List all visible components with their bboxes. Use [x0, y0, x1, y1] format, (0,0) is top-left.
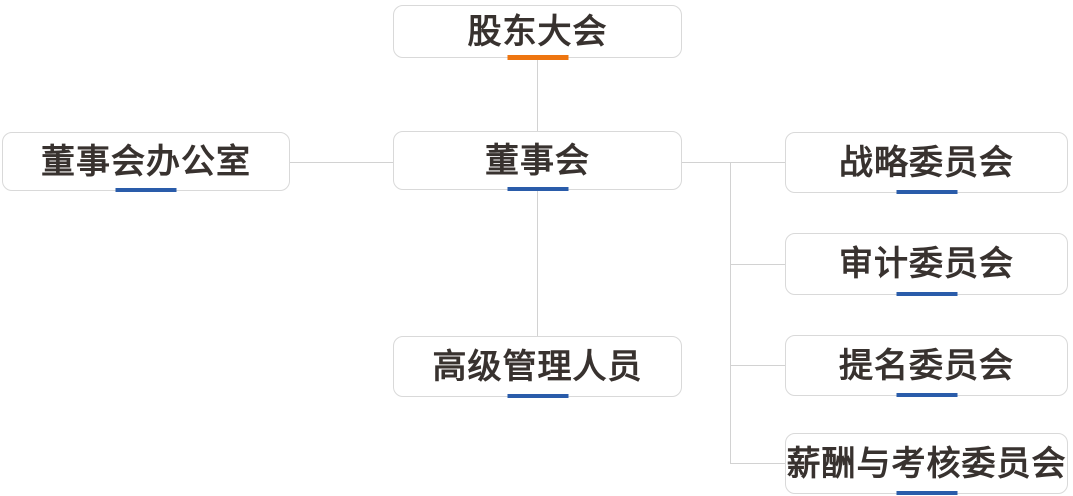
node-board-office-label: 董事会办公室: [41, 142, 251, 181]
node-audit-committee-label: 审计委员会: [839, 245, 1014, 283]
node-remuneration-committee: 薪酬与考核委员会: [785, 433, 1068, 495]
accent-bar-blue: [896, 491, 957, 495]
node-board-office: 董事会办公室: [2, 132, 290, 192]
node-board: 董事会: [393, 131, 682, 191]
accent-bar-blue: [507, 187, 568, 191]
accent-bar-orange: [507, 55, 568, 60]
connector-board-strategy: [682, 162, 785, 163]
accent-bar-blue: [896, 393, 957, 397]
connector-committee-spine: [730, 162, 731, 463]
connector-spine-audit: [730, 264, 785, 265]
connector-spine-remuneration: [730, 463, 785, 464]
accent-bar-blue: [896, 190, 957, 194]
connector-board-seniormanagement: [537, 190, 538, 336]
node-shareholders: 股东大会: [393, 5, 682, 60]
accent-bar-blue: [507, 394, 568, 398]
node-shareholders-label: 股东大会: [467, 12, 608, 51]
connector-shareholders-board: [537, 58, 538, 132]
connector-boardoffice-board: [290, 162, 393, 163]
node-nomination-committee-label: 提名委员会: [839, 346, 1014, 385]
connector-spine-nomination: [730, 365, 785, 366]
node-strategy-committee-label: 战略委员会: [839, 143, 1014, 182]
node-board-label: 董事会: [485, 141, 590, 180]
accent-bar-blue: [115, 188, 177, 192]
node-remuneration-committee-label: 薪酬与考核委员会: [786, 444, 1067, 483]
accent-bar-blue: [896, 292, 957, 296]
node-nomination-committee: 提名委员会: [785, 335, 1068, 397]
node-senior-management-label: 高级管理人员: [432, 347, 643, 386]
node-strategy-committee: 战略委员会: [785, 132, 1068, 194]
node-senior-management: 高级管理人员: [393, 336, 682, 398]
node-audit-committee: 审计委员会: [785, 233, 1068, 296]
